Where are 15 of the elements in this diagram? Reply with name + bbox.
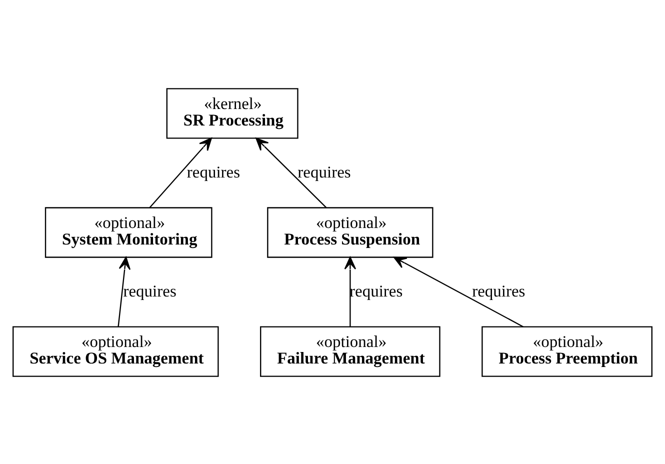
node-box: «optional» Process Suspension — [267, 206, 434, 258]
node-box: «optional» Process Preemption — [482, 326, 652, 376]
arrow — [118, 256, 131, 326]
arrow — [256, 137, 327, 208]
arrow — [344, 256, 356, 326]
node-box: «kernel» SR Processing — [166, 88, 298, 138]
node-box: «optional» Service OS Management — [12, 326, 219, 376]
arrow — [149, 137, 212, 208]
edge-label: requires — [472, 280, 526, 300]
edge-label: requires — [186, 162, 240, 181]
edge-label: requires — [123, 280, 176, 300]
node-box: «optional» Failure Management — [260, 326, 440, 376]
arrow — [393, 256, 524, 327]
edge-label: requires — [298, 162, 351, 181]
node-box: «optional» System Monitoring — [44, 206, 212, 258]
